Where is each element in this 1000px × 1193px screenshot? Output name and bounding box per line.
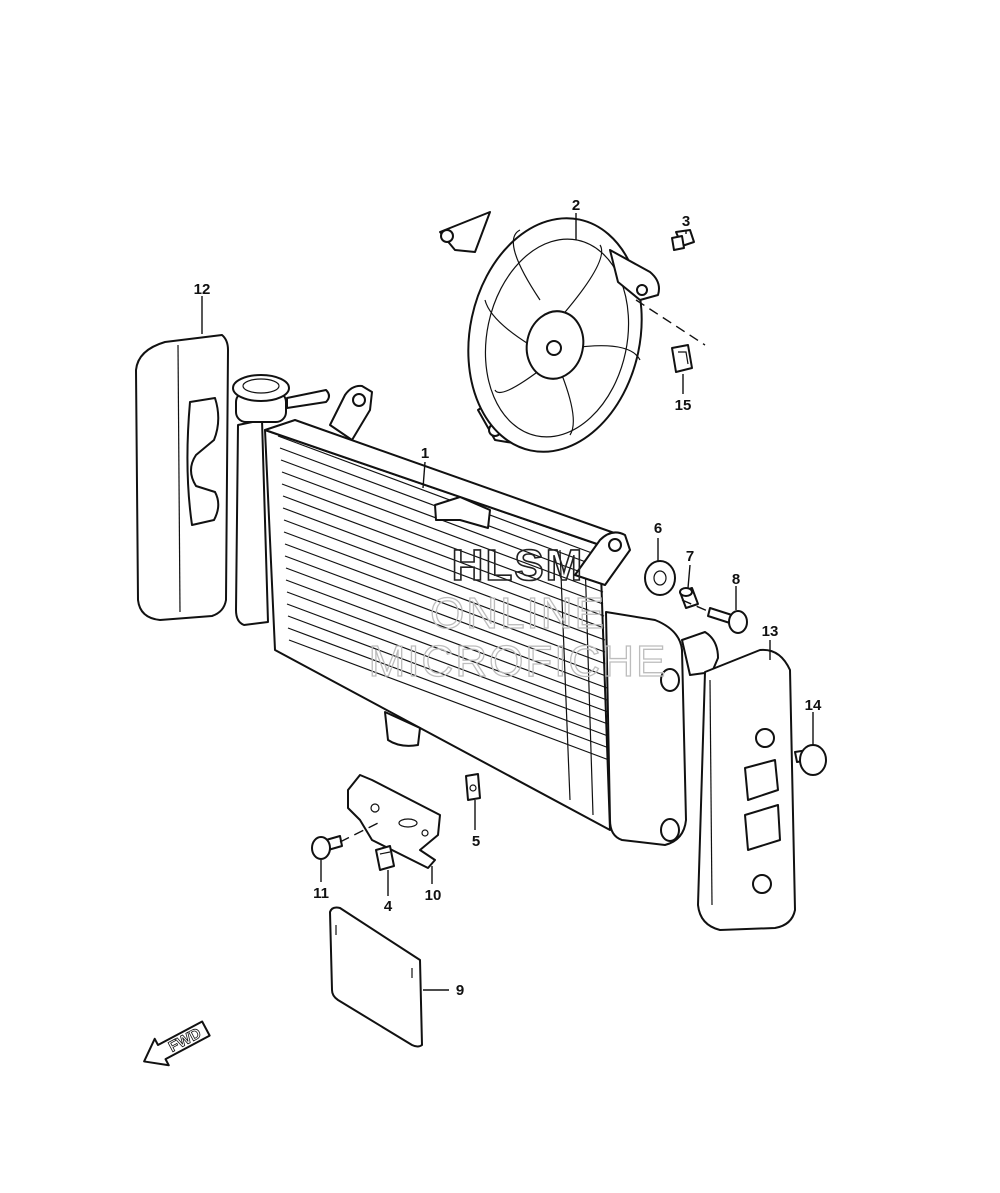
callout-14: 14 xyxy=(805,697,822,714)
watermark-line-3: MICROFICHE xyxy=(369,637,668,686)
callout-4: 4 xyxy=(384,898,393,915)
callout-3: 3 xyxy=(682,213,690,230)
nut-4[interactable] xyxy=(375,845,395,871)
radiator-left-tank xyxy=(232,374,330,626)
left-shroud[interactable] xyxy=(135,334,229,621)
clip-nut-5[interactable] xyxy=(465,773,481,801)
fan-bolt[interactable] xyxy=(671,229,695,251)
clip-nut-15[interactable] xyxy=(671,344,693,373)
grommet[interactable] xyxy=(644,560,676,596)
cooling-fan[interactable] xyxy=(439,202,663,468)
collar[interactable] xyxy=(679,587,699,609)
callout-10: 10 xyxy=(425,887,442,904)
watermark-line-2: ONLINE xyxy=(430,589,606,638)
screw-14[interactable] xyxy=(794,744,827,776)
guard-plate[interactable] xyxy=(329,906,423,1048)
radiator-core[interactable] xyxy=(264,384,631,831)
watermark-line-1: HLSM xyxy=(452,541,585,590)
callout-11: 11 xyxy=(313,885,329,902)
callout-6: 6 xyxy=(654,520,662,537)
fwd-arrow-icon xyxy=(143,1020,211,1067)
fwd-label: FWD xyxy=(166,1025,204,1056)
right-shroud[interactable] xyxy=(697,648,796,931)
callout-13: 13 xyxy=(762,623,779,640)
callout-numbers: 1 2 3 4 5 6 7 8 9 10 11 12 13 14 15 xyxy=(194,197,822,999)
bolt-8[interactable] xyxy=(707,607,748,634)
callout-7: 7 xyxy=(686,548,694,565)
callout-9: 9 xyxy=(456,982,464,999)
leader-lines xyxy=(201,213,814,991)
callout-12: 12 xyxy=(194,281,211,298)
watermark: HLSM ONLINE MICROFICHE xyxy=(368,540,668,686)
callout-5: 5 xyxy=(472,833,480,850)
callout-1: 1 xyxy=(421,445,429,462)
bolt-11[interactable] xyxy=(311,835,343,860)
callout-2: 2 xyxy=(572,197,580,214)
callout-15: 15 xyxy=(675,397,692,414)
callout-8: 8 xyxy=(732,571,740,588)
radiator-right-tank xyxy=(605,611,719,846)
bracket[interactable] xyxy=(347,774,441,869)
fwd-arrow: FWD xyxy=(143,1020,211,1067)
